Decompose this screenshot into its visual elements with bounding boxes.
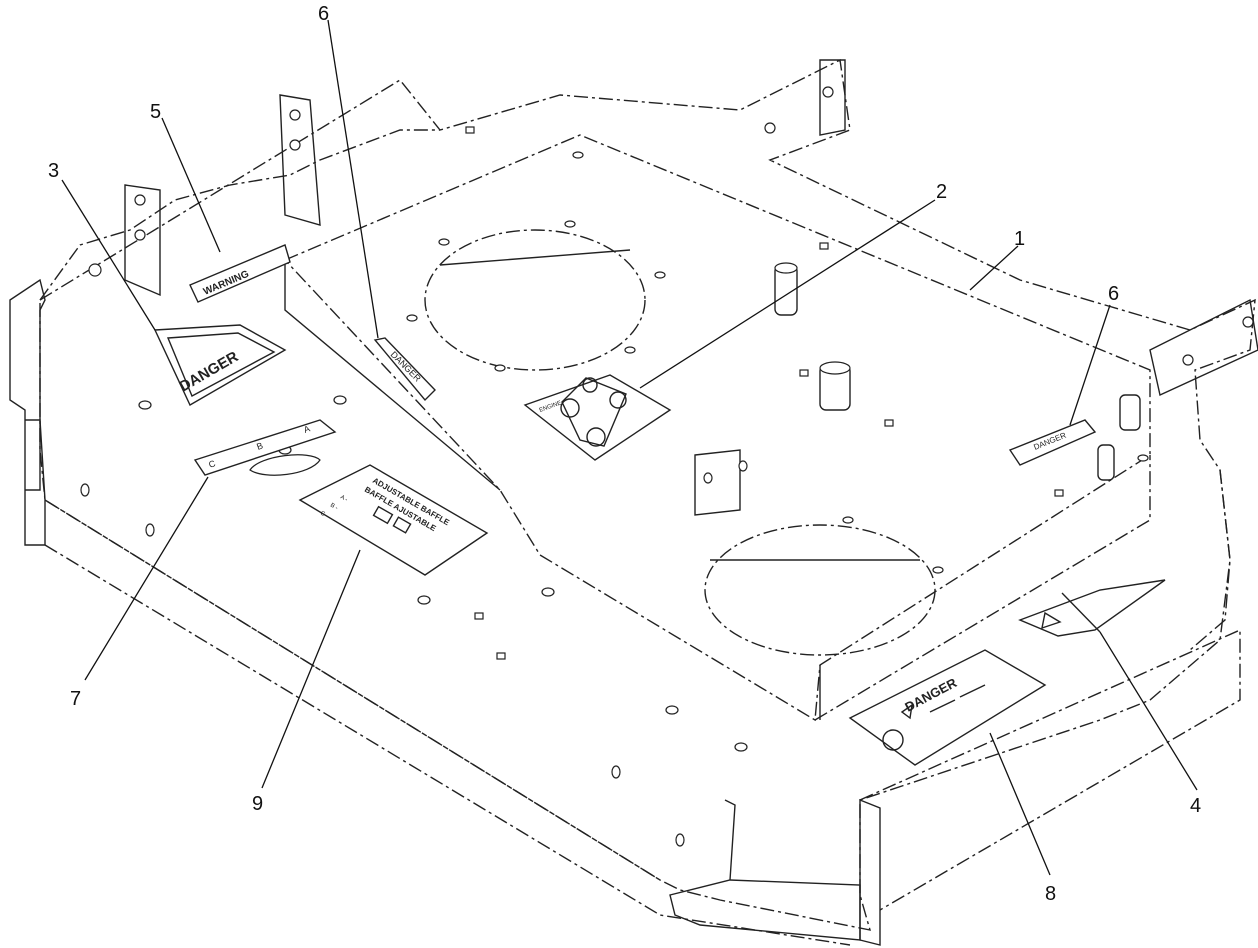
adjustable-baffle-decal: ADJUSTABLE BAFFLE BAFFLE AJUSTABLE A - B… <box>298 464 489 576</box>
arrow-plate-decal <box>1018 579 1166 637</box>
danger-skirt-decal: DANGER <box>848 649 1047 766</box>
leader-lines <box>61 19 1198 876</box>
slot-label-c: C <box>207 458 217 470</box>
danger-decal-left-text: DANGER <box>389 349 424 384</box>
deck-outline <box>9 58 1258 946</box>
callout-2: 2 <box>936 181 947 203</box>
warning-decal: WARNING <box>189 244 291 303</box>
danger-decal-left: DANGER <box>373 337 436 402</box>
baffle-slot-decal: A B C <box>193 419 337 476</box>
callout-numbers: 1 2 3 4 5 6 6 7 8 9 <box>48 3 1201 905</box>
slot-label-b: B <box>255 440 264 451</box>
danger-triangle-decal: DANGER <box>153 324 287 406</box>
spindles <box>694 262 1141 516</box>
callout-9: 9 <box>252 793 263 815</box>
callout-4: 4 <box>1190 795 1201 817</box>
mounting-holes <box>80 126 1149 847</box>
callout-6-left: 6 <box>318 3 329 25</box>
belt-routing-decal: ENGINE <box>523 374 672 461</box>
slot-label-a: A <box>302 423 311 434</box>
danger-decal-right: DANGER <box>1008 419 1097 466</box>
baffle-row-b: B - <box>329 503 339 512</box>
callout-7: 7 <box>70 688 81 710</box>
callout-3: 3 <box>48 160 59 182</box>
blade-openings <box>424 229 936 656</box>
callout-8: 8 <box>1045 883 1056 905</box>
baffle-row-c: C - <box>319 511 329 520</box>
baffle-row-a: A - <box>339 495 348 504</box>
callout-1: 1 <box>1014 228 1025 250</box>
callout-6-right: 6 <box>1108 283 1119 305</box>
callout-5: 5 <box>150 101 161 123</box>
